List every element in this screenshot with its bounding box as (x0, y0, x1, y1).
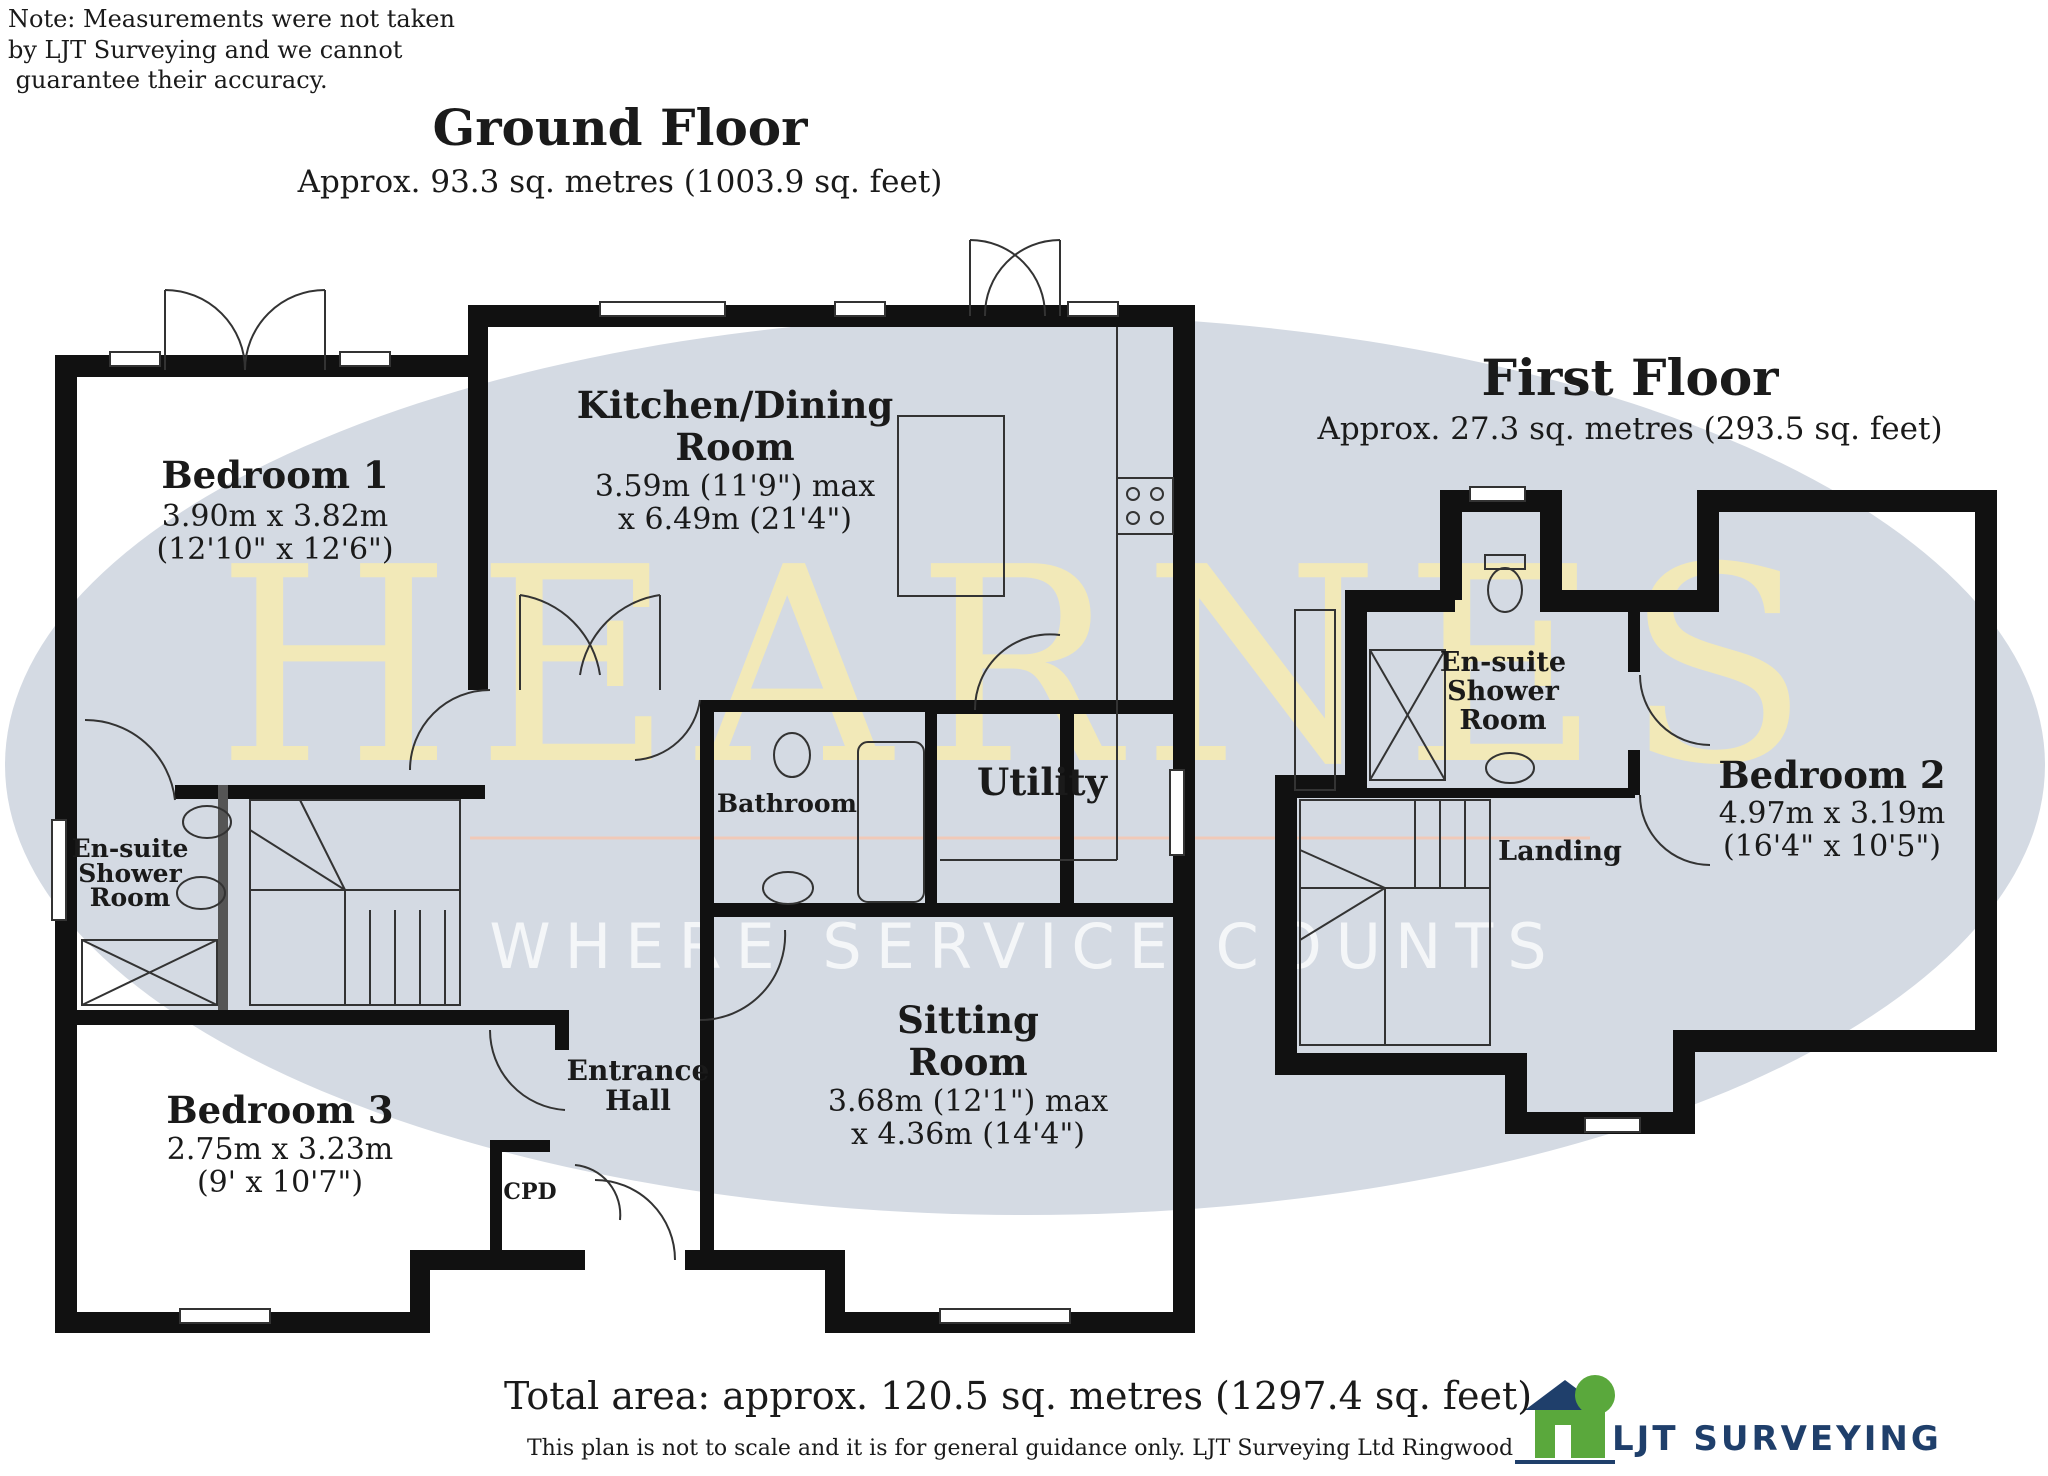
bedroom2-dim-imperial: (16'4" x 10'5") (1722, 829, 1942, 864)
bedroom1-dim-imperial: (12'10" x 12'6") (156, 532, 394, 567)
ensuite-first-line2: Shower (1447, 676, 1559, 707)
window-icon (1469, 486, 1526, 502)
ground-stairs-icon (249, 799, 461, 1006)
first-floor-title: First Floor (1481, 348, 1779, 407)
door-arc (164, 289, 246, 371)
bedroom3-name: Bedroom 3 (166, 1088, 394, 1132)
shower-tray-icon (81, 939, 218, 1006)
bedroom2-dim-metric: 4.97m x 3.19m (1718, 796, 1946, 831)
bedroom1-dim-metric: 3.90m x 3.82m (161, 499, 389, 534)
bedroom1-name: Bedroom 1 (161, 453, 389, 497)
total-area: Total area: approx. 120.5 sq. metres (12… (503, 1374, 1533, 1418)
first-stairs-icon (1299, 799, 1491, 1046)
kitchen-island (897, 415, 1005, 597)
sitting-name-line2: Room (908, 1040, 1028, 1084)
sitting-dim-line2: x 4.36m (14'4") (851, 1117, 1085, 1152)
bathroom-name: Bathroom (716, 789, 858, 818)
first-floor-area: Approx. 27.3 sq. metres (293.5 sq. feet) (1317, 411, 1943, 447)
wc-icon (1487, 567, 1523, 613)
ensuite-ground-line1: En-suite (71, 834, 189, 863)
kitchen-dim-line2: x 6.49m (21'4") (618, 502, 852, 537)
first-floor-fittings (1294, 486, 1711, 1133)
kitchen-name-line1: Kitchen/Dining (576, 383, 894, 427)
ground-floor-area: Approx. 93.3 sq. metres (1003.9 sq. feet… (297, 164, 943, 200)
ensuite-ground-line3: Room (89, 883, 171, 912)
ensuite-first-line1: En-suite (1439, 647, 1567, 678)
utility-name: Utility (976, 760, 1108, 804)
watermark-tagline: WHERE SERVICE COUNTS (489, 910, 1560, 983)
window-icon (109, 351, 161, 367)
landing-name: Landing (1498, 836, 1622, 867)
ground-floor-fittings (51, 239, 1185, 1324)
bedroom2-name: Bedroom 2 (1718, 753, 1946, 797)
sitting-dim-line1: 3.68m (12'1") max (827, 1084, 1109, 1119)
house-tree-logo-icon (1515, 1375, 1615, 1464)
hob-icon (1116, 477, 1174, 535)
scale-disclaimer: This plan is not to scale and it is for … (526, 1436, 1514, 1461)
entrance-hall-line1: Entrance (566, 1054, 710, 1087)
kitchen-name-line2: Room (675, 425, 795, 469)
ensuite-first-line3: Room (1459, 705, 1547, 736)
disclaimer-note: Note: Measurements were not taken by LJT… (8, 5, 455, 95)
bath-icon (857, 741, 925, 903)
bedroom3-dim-metric: 2.75m x 3.23m (166, 1132, 394, 1167)
ground-floor-title: Ground Floor (432, 98, 808, 157)
wc-icon (773, 732, 811, 778)
bedroom3-dim-imperial: (9' x 10'7") (196, 1165, 364, 1200)
first-floor-walls (1275, 490, 1997, 1134)
shower-tray-icon (1369, 649, 1446, 781)
sitting-name-line1: Sitting (897, 998, 1039, 1042)
brand-name: LJT SURVEYING (1612, 1419, 1942, 1459)
watermark-ellipse (5, 315, 2045, 1215)
basin-icon (1485, 752, 1535, 784)
ensuite-ground-line2: Shower (78, 859, 182, 888)
kitchen-dim-line1: 3.59m (11'9") max (594, 469, 876, 504)
cpd-name: CPD (503, 1179, 557, 1205)
basin-icon (762, 871, 814, 905)
entrance-hall-line2: Hall (605, 1084, 671, 1117)
